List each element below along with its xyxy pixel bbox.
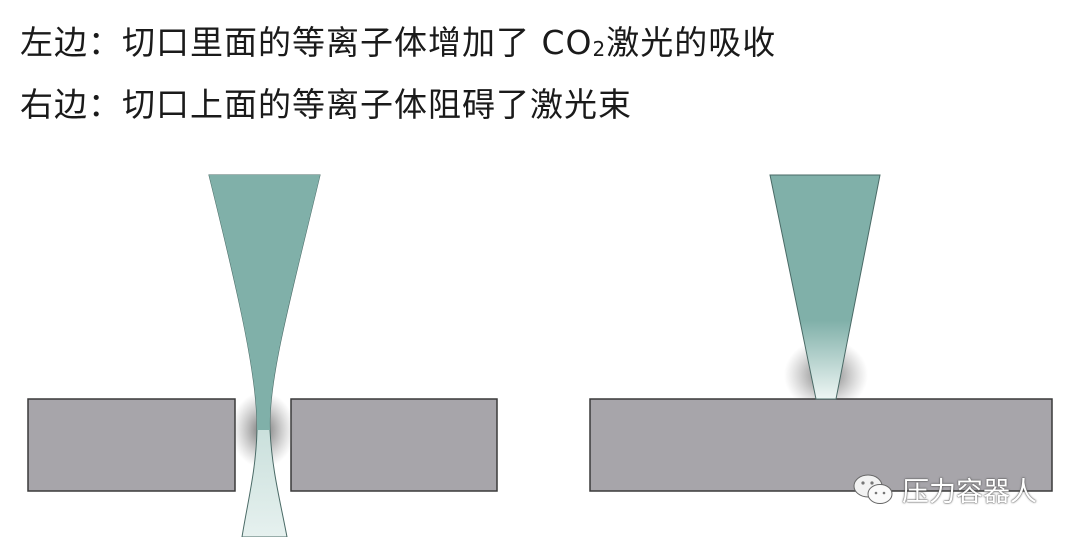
caption-text: 左边：切口里面的等离子体增加了 CO (20, 23, 593, 62)
workpiece-right-part (290, 398, 498, 492)
workpiece (589, 398, 1053, 492)
workpiece-left-part (27, 398, 236, 492)
caption-text: 激光的吸收 (606, 23, 777, 62)
right-scenario (589, 174, 1053, 492)
watermark-text: 压力容器人 (902, 477, 1037, 508)
caption-line-left: 左边：切口里面的等离子体增加了 CO2激光的吸收 (20, 16, 776, 64)
caption-line-right: 右边：切口上面的等离子体阻碍了激光束 (20, 85, 632, 124)
subscript: 2 (592, 37, 607, 61)
watermark: 压力容器人 (852, 470, 1037, 509)
left-scenario (27, 174, 498, 537)
laser-beam-upper (209, 175, 320, 430)
laser-beam (769, 174, 881, 400)
wechat-icon (853, 474, 893, 504)
